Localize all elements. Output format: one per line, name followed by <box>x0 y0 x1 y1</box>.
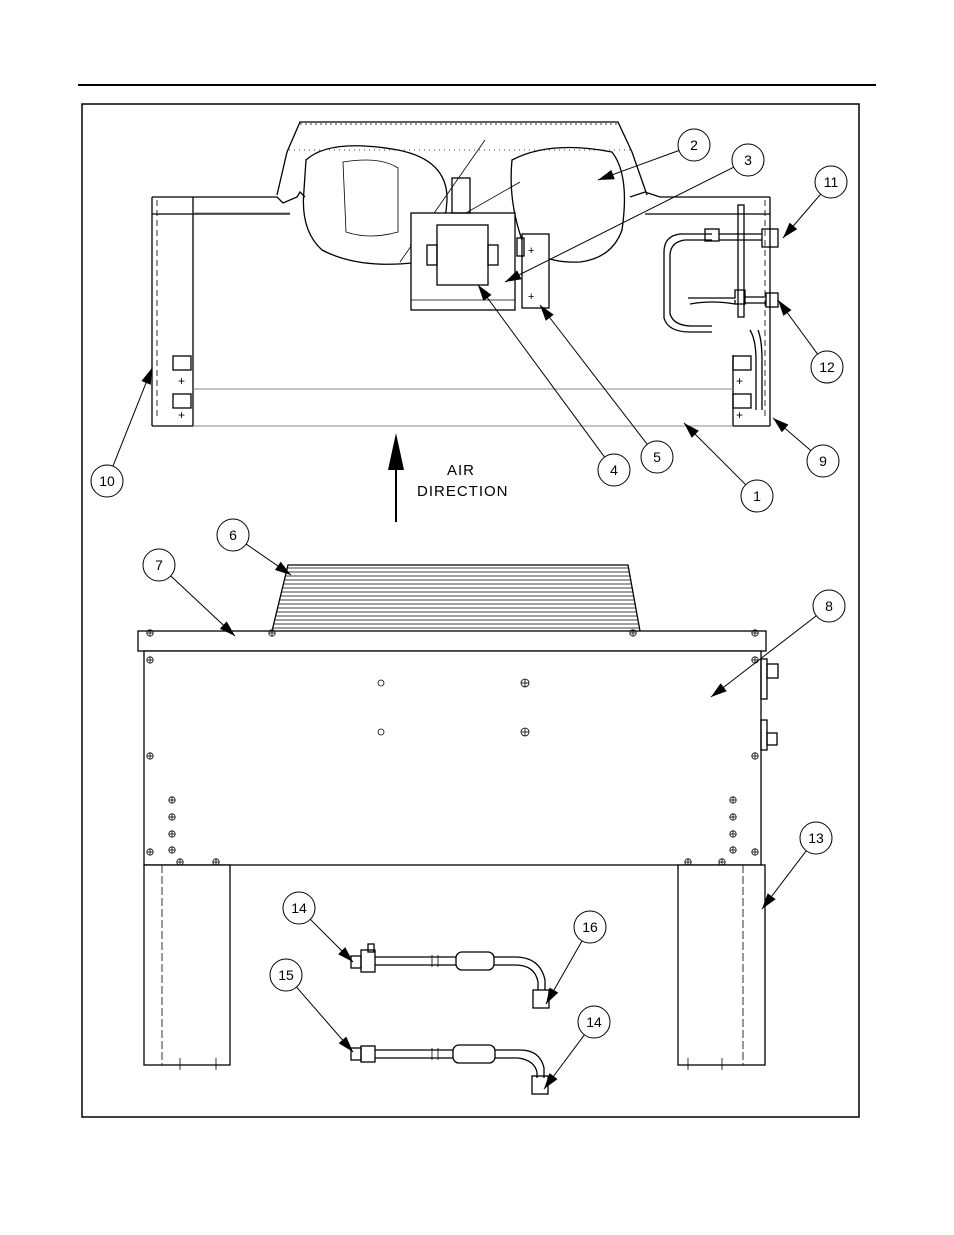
callout-number: 16 <box>582 919 598 935</box>
callout-1: 1 <box>683 422 774 513</box>
callout-circle <box>814 165 848 199</box>
callout-circle <box>597 453 631 487</box>
svg-text:+: + <box>736 408 743 422</box>
callout-number: 3 <box>744 152 752 168</box>
callout-7: 7 <box>142 548 236 637</box>
leader-arrowhead <box>711 683 727 697</box>
leader-arrowhead <box>219 621 235 636</box>
callout-14: 14 <box>543 1005 611 1090</box>
air-label-line2: DIRECTION <box>417 483 509 500</box>
svg-text:+: + <box>528 245 534 257</box>
leader-arrowhead <box>778 300 792 316</box>
leader-arrowhead <box>783 222 798 238</box>
callout-circle <box>740 479 774 513</box>
leader-arrowhead <box>338 1036 353 1052</box>
left-leg <box>143 864 231 1066</box>
fan-guard-ribs <box>272 567 640 629</box>
condenser-housing <box>143 650 762 866</box>
callout-circle <box>573 910 607 944</box>
leader-arrowhead <box>544 1073 558 1089</box>
svg-text:+: + <box>736 374 743 388</box>
leader-arrowhead <box>540 305 554 321</box>
svg-text:+: + <box>178 374 185 388</box>
leader-arrowhead <box>762 893 776 909</box>
callout-4: 4 <box>477 284 631 487</box>
leader-arrowhead <box>684 423 699 438</box>
leader-line <box>710 615 817 698</box>
callout-3: 3 <box>504 143 765 283</box>
callout-circle <box>677 128 711 162</box>
callout-11: 11 <box>782 165 848 239</box>
callout-circle <box>282 891 316 925</box>
fan-shroud <box>276 121 648 196</box>
callout-number: 12 <box>819 359 835 375</box>
callout-circle <box>90 464 124 498</box>
callout-circle <box>269 958 303 992</box>
callout-circle <box>577 1005 611 1039</box>
air-direction-arrow <box>388 433 404 522</box>
callout-14: 14 <box>282 891 354 963</box>
callout-16: 16 <box>545 910 607 1005</box>
callout-12: 12 <box>777 299 844 384</box>
leader-arrowhead <box>546 987 559 1004</box>
callout-circle <box>810 350 844 384</box>
callout-number: 15 <box>278 967 294 983</box>
leader-line <box>477 284 605 458</box>
callout-circle <box>731 143 765 177</box>
svg-text:+: + <box>178 408 185 422</box>
callout-6: 6 <box>216 518 292 576</box>
callout-number: 5 <box>653 449 661 465</box>
front-view-assembly <box>137 564 779 1095</box>
callout-number: 1 <box>753 488 761 504</box>
callout-13: 13 <box>761 821 833 910</box>
callout-10: 10 <box>90 367 153 498</box>
svg-text:+: + <box>528 291 534 303</box>
condenser-frame <box>152 190 770 204</box>
callout-number: 4 <box>610 462 618 478</box>
callout-number: 10 <box>99 473 115 489</box>
leader-arrowhead <box>478 285 492 301</box>
callout-number: 13 <box>808 830 824 846</box>
callout-circle <box>799 821 833 855</box>
hose-assembly-upper <box>350 943 550 1009</box>
leader-line <box>112 367 153 467</box>
callout-circle <box>640 440 674 474</box>
refrigerant-tubing <box>663 233 712 333</box>
callout-5: 5 <box>539 304 674 474</box>
callout-circle <box>216 518 250 552</box>
callout-number: 6 <box>229 527 237 543</box>
fan-guard <box>271 564 641 632</box>
callout-circle <box>812 589 846 623</box>
leader-line <box>504 166 734 283</box>
callout-number: 14 <box>586 1014 602 1030</box>
top-view-assembly: + + + + + + <box>151 121 779 427</box>
callout-2: 2 <box>597 128 711 181</box>
leader-arrowhead <box>773 418 789 433</box>
drawing-frame <box>81 103 860 1118</box>
callout-number: 2 <box>690 137 698 153</box>
callout-circle <box>806 444 840 478</box>
callout-15: 15 <box>269 958 354 1053</box>
callout-number: 9 <box>819 453 827 469</box>
leader-arrowhead <box>274 561 291 575</box>
air-label-line1: AIR <box>447 462 475 479</box>
leader-arrowhead <box>338 947 353 962</box>
hose-assembly-lower <box>350 1044 549 1095</box>
leader-arrowhead <box>598 169 615 180</box>
callout-number: 7 <box>155 557 163 573</box>
callout-circle <box>142 548 176 582</box>
callout-number: 11 <box>824 174 839 190</box>
leader-arrowhead <box>141 368 152 385</box>
leader-arrowhead <box>505 270 522 282</box>
callout-number: 8 <box>825 598 833 614</box>
callout-8: 8 <box>710 589 846 698</box>
fan-blade-right <box>510 146 626 263</box>
leader-line <box>539 304 648 445</box>
callout-9: 9 <box>772 417 840 478</box>
callout-number: 14 <box>291 900 307 916</box>
right-leg <box>677 864 766 1066</box>
